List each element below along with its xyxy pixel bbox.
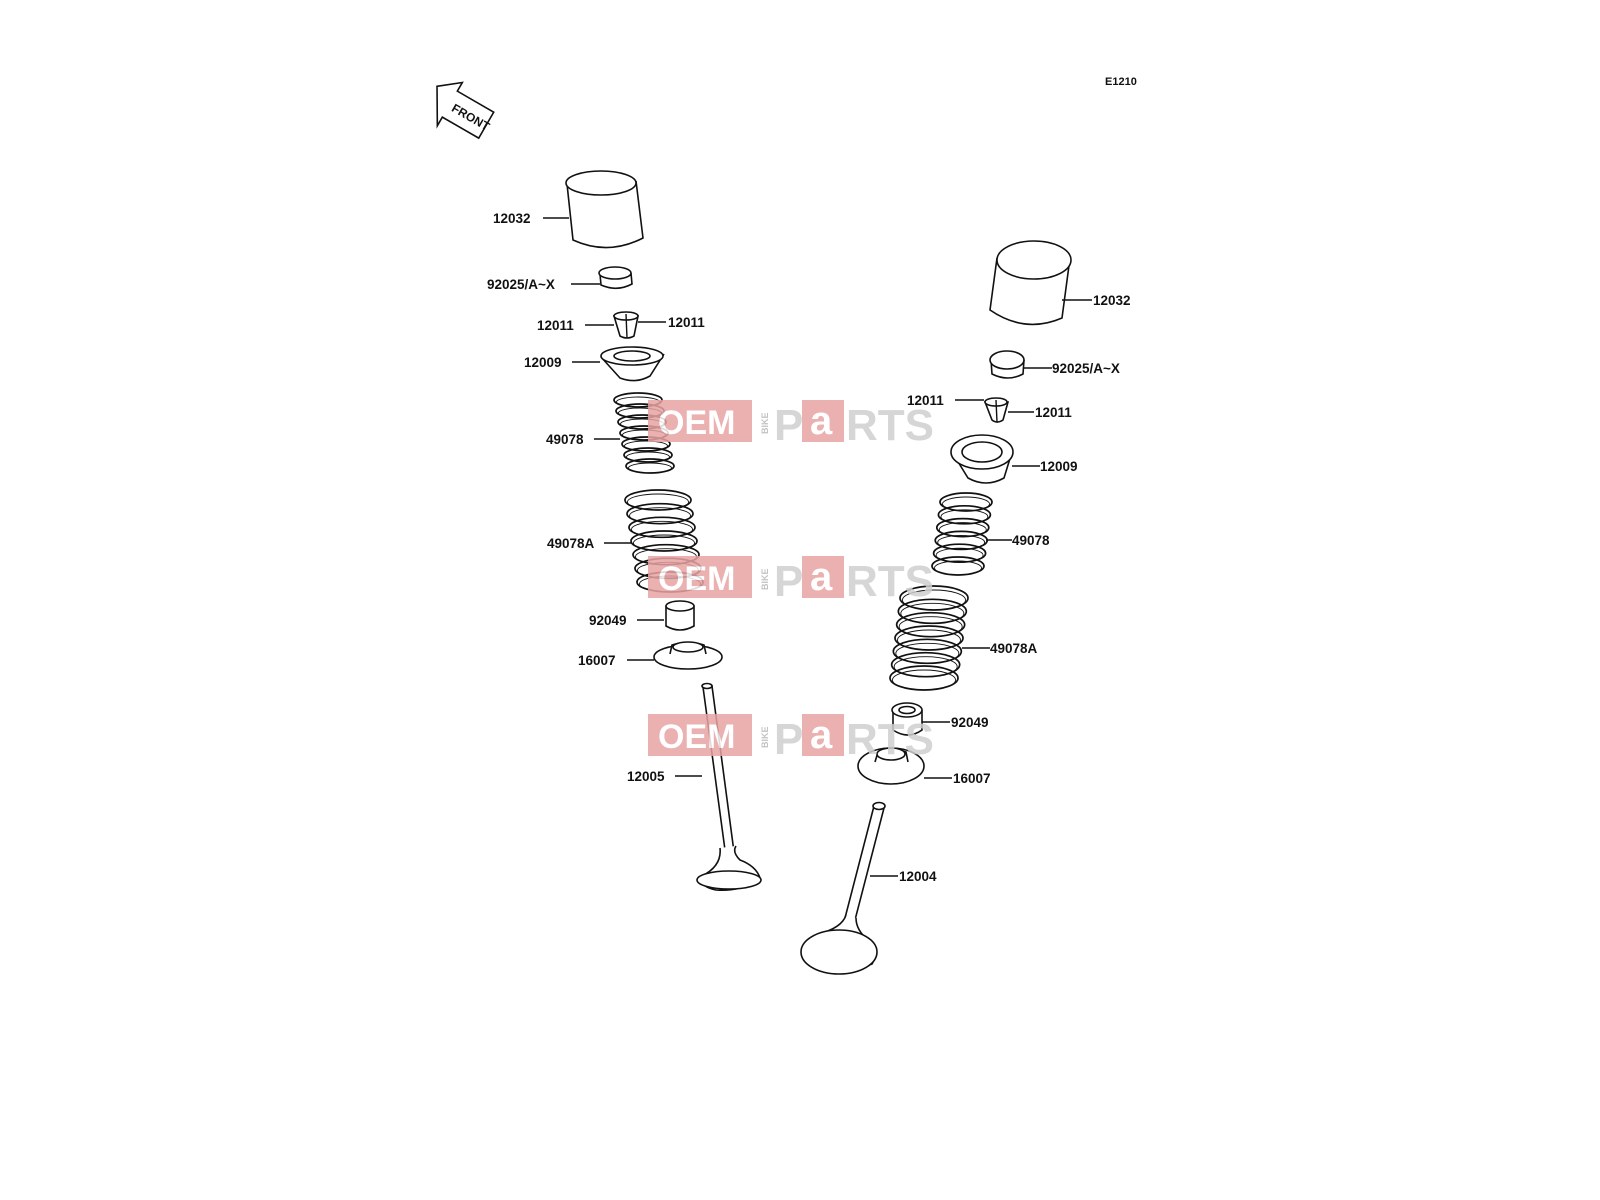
label-left-spring-seat: 16007 — [578, 653, 616, 668]
label-left-cotter-a: 12011 — [537, 318, 574, 333]
watermark-oem-text: OEM — [658, 404, 735, 442]
label-right-valve: 12004 — [899, 869, 937, 884]
right-spring-seat — [857, 747, 925, 785]
label-left-valve: 12005 — [627, 769, 665, 784]
right-labels: 12032 92025/A~X 12011 12011 12009 49078 … — [899, 293, 1131, 884]
left-valve-seal — [665, 600, 695, 631]
label-left-shim: 92025/A~X — [487, 277, 555, 292]
right-shim — [989, 350, 1025, 379]
left-retainer — [600, 346, 665, 382]
label-left-tappet: 12032 — [493, 211, 531, 226]
watermark-a-text: a — [810, 713, 833, 757]
right-valve-assembly — [800, 240, 1092, 975]
watermark-rts-text: RTS — [846, 557, 934, 606]
watermark-oem-text: OEM — [658, 718, 735, 756]
front-arrow-icon: FRONT — [436, 81, 495, 140]
watermark-oem-text: OEM — [658, 560, 735, 598]
watermark-a-text: a — [810, 555, 833, 599]
watermark-a-text: a — [810, 399, 833, 443]
right-valve — [800, 801, 886, 975]
label-left-retainer: 12009 — [524, 355, 562, 370]
watermark-bike-text: BIKE — [760, 726, 770, 748]
watermark-bike-text: BIKE — [760, 412, 770, 434]
right-valve-seal — [891, 702, 923, 736]
watermark-p-text: P — [774, 401, 803, 450]
watermark-rts-text: RTS — [846, 401, 934, 450]
right-tappet — [989, 240, 1072, 326]
watermark-bike-text: BIKE — [760, 568, 770, 590]
label-right-spring-seat: 16007 — [953, 771, 991, 786]
left-labels: 12032 92025/A~X 12011 12011 12009 49078 … — [487, 211, 705, 784]
label-right-retainer: 12009 — [1040, 459, 1078, 474]
label-left-seal: 92049 — [589, 613, 627, 628]
right-retainer — [950, 434, 1014, 484]
label-right-tappet: 12032 — [1093, 293, 1131, 308]
label-left-inner-spring: 49078 — [546, 432, 584, 447]
watermark-rts-text: RTS — [846, 715, 934, 764]
watermark-p-text: P — [774, 715, 803, 764]
label-right-seal: 92049 — [951, 715, 989, 730]
left-shim — [598, 266, 633, 290]
watermark-p-text: P — [774, 557, 803, 606]
left-cotters — [612, 311, 639, 339]
right-cotters — [983, 397, 1010, 423]
left-tappet — [565, 170, 644, 249]
right-outer-spring — [889, 585, 969, 691]
label-left-outer-spring: 49078A — [547, 536, 595, 551]
left-spring-seat — [653, 641, 723, 670]
diagram-code: E1210 — [1105, 76, 1137, 88]
label-right-inner-spring: 49078 — [1012, 533, 1050, 548]
label-left-cotter-b: 12011 — [668, 315, 705, 330]
label-right-cotter-b: 12011 — [1035, 405, 1072, 420]
label-right-outer-spring: 49078A — [990, 641, 1038, 656]
label-right-shim: 92025/A~X — [1052, 361, 1120, 376]
right-inner-spring — [931, 492, 993, 576]
label-right-cotter-a: 12011 — [907, 393, 944, 408]
